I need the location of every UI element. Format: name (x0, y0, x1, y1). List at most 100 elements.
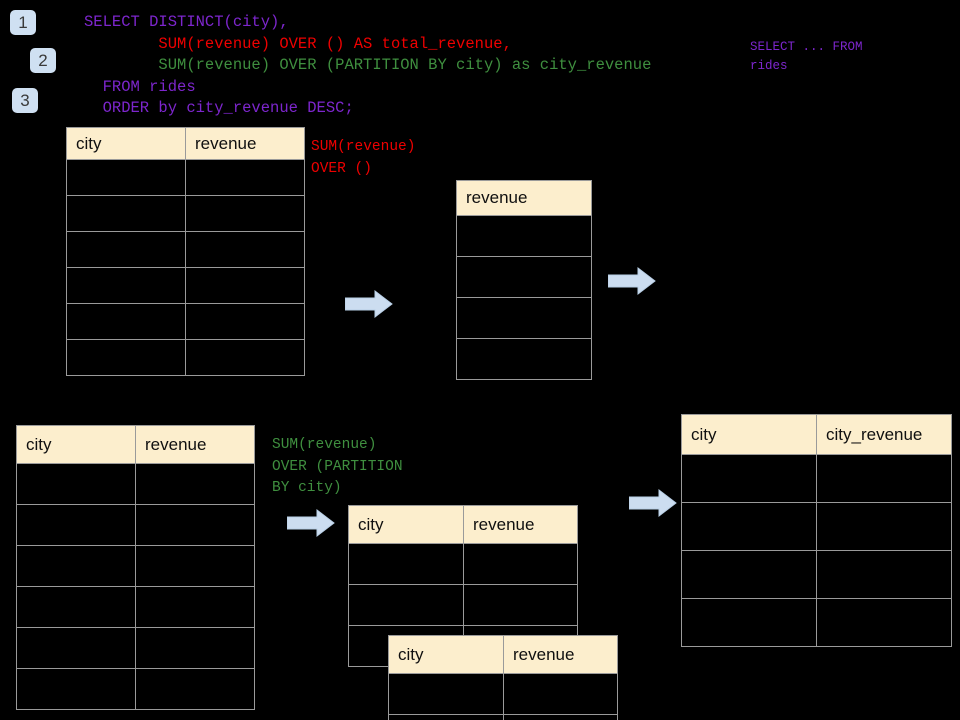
table-row (16, 545, 255, 587)
table-row (66, 339, 305, 376)
table-row (456, 215, 592, 257)
table-row (16, 627, 255, 669)
table-row (456, 297, 592, 339)
table-cell-empty (681, 502, 817, 551)
table-row (681, 502, 952, 551)
table-cell-empty (816, 454, 952, 503)
step-badge-3: 3 (12, 88, 38, 113)
table-cell-empty (66, 303, 186, 340)
sql-line-5: ORDER by city_revenue DESC; (84, 99, 354, 117)
table-cell-empty (816, 502, 952, 551)
arrow-source-to-total (344, 288, 393, 320)
table-cell-empty (16, 627, 136, 669)
table-cell-empty (456, 256, 592, 298)
table-cell-empty (135, 668, 255, 710)
column-header-revenue: revenue (463, 505, 578, 544)
sql-sidenote: SELECT ... FROM rides (750, 40, 863, 73)
column-header-city: city (66, 127, 186, 160)
arrow-right-icon (344, 289, 393, 319)
column-header-city: city (681, 414, 817, 455)
table-cell-empty (388, 714, 504, 720)
table-row (681, 550, 952, 599)
table-cell-empty (185, 159, 305, 196)
table-cell-empty (681, 550, 817, 599)
table-total-revenue: revenue (456, 180, 592, 380)
table-cell-empty (348, 584, 464, 626)
table-cell-empty (503, 714, 618, 720)
column-header-city_revenue: city_revenue (816, 414, 952, 455)
arrow-right-icon (628, 488, 677, 518)
arrow-partition-to-result (628, 487, 677, 519)
table-cell-empty (135, 627, 255, 669)
table-cell-empty (681, 454, 817, 503)
column-header-revenue: revenue (456, 180, 592, 216)
table-cell-empty (185, 267, 305, 304)
annotation-sum-over-partition: SUM(revenue) OVER (PARTITION BY city) (272, 437, 403, 496)
table-cell-empty (16, 668, 136, 710)
column-header-city: city (16, 425, 136, 464)
table-cell-empty (16, 463, 136, 505)
arrow-right-icon (286, 508, 335, 538)
table-cell-empty (463, 543, 578, 585)
table-cell-empty (456, 338, 592, 380)
table-cell-empty (185, 231, 305, 268)
table-cell-empty (503, 673, 618, 715)
table-row (66, 195, 305, 232)
table-row (66, 159, 305, 196)
table-cell-empty (16, 545, 136, 587)
table-cell-empty (348, 543, 464, 585)
table-row (16, 586, 255, 628)
table-cell-empty (16, 586, 136, 628)
column-header-city: city (348, 505, 464, 544)
arrow-source-to-partition (286, 507, 335, 539)
table-row (681, 454, 952, 503)
table-cell-empty (185, 195, 305, 232)
table-row (66, 303, 305, 340)
table-row (456, 338, 592, 380)
table-row (388, 714, 618, 720)
table-row (16, 463, 255, 505)
table-cell-empty (135, 545, 255, 587)
table-cell-empty (66, 339, 186, 376)
table-cell-empty (66, 267, 186, 304)
table-row (456, 256, 592, 298)
table-cell-empty (135, 586, 255, 628)
table-row (66, 231, 305, 268)
table-cell-empty (66, 159, 186, 196)
table-cell-empty (185, 339, 305, 376)
step-badge-1: 1 (10, 10, 36, 35)
table-row (348, 543, 578, 585)
table-cell-empty (816, 550, 952, 599)
sql-line-2: SUM(revenue) OVER () AS total_revenue, (84, 34, 512, 53)
table-cell-empty (463, 584, 578, 626)
arrow-right-icon (607, 266, 656, 296)
table-cell-empty (185, 303, 305, 340)
sql-line-1: SELECT DISTINCT(city), (84, 13, 289, 31)
sql-line-3: SUM(revenue) OVER (PARTITION BY city) as… (84, 56, 652, 74)
table-cell-empty (456, 215, 592, 257)
table-header-row: revenue (456, 180, 592, 216)
table-cell-empty (456, 297, 592, 339)
table-row (66, 267, 305, 304)
arrow-total-to-result (607, 265, 656, 297)
column-header-revenue: revenue (503, 635, 618, 674)
column-header-city: city (388, 635, 504, 674)
table-cell-empty (66, 195, 186, 232)
table-cell-empty (16, 504, 136, 546)
table-cell-empty (681, 598, 817, 647)
table-row (16, 668, 255, 710)
table-row (681, 598, 952, 647)
table-cell-empty (135, 463, 255, 505)
column-header-revenue: revenue (135, 425, 255, 464)
column-header-revenue: revenue (185, 127, 305, 160)
